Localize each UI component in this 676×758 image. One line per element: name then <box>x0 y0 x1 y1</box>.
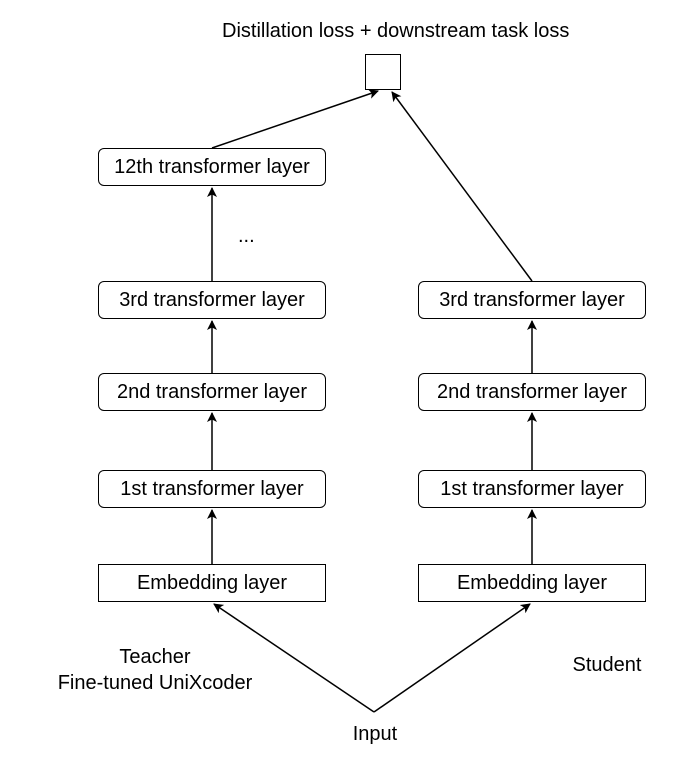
teacher-caption: Teacher Fine-tuned UniXcoder <box>30 644 280 696</box>
teacher-embedding-layer: Embedding layer <box>98 564 326 602</box>
arrow-student-to-loss <box>391 91 533 282</box>
teacher-layers-ellipsis: ... <box>238 225 255 247</box>
teacher-model-name: Fine-tuned UniXcoder <box>57 672 253 694</box>
student-caption: Student <box>572 654 642 676</box>
teacher-layer-3: 3rd transformer layer <box>98 281 326 319</box>
student-embedding-layer: Embedding layer <box>418 564 646 602</box>
student-layer-1: 1st transformer layer <box>418 470 646 508</box>
teacher-layer-2: 2nd transformer layer <box>98 373 326 411</box>
teacher-layer-12: 12th transformer layer <box>98 148 326 186</box>
teacher-layer-1: 1st transformer layer <box>98 470 326 508</box>
arrow-teacher-to-loss <box>211 89 379 149</box>
arrow-input-to-student-embed <box>373 603 531 713</box>
student-layer-3: 3rd transformer layer <box>418 281 646 319</box>
input-label: Input <box>352 723 398 745</box>
student-layer-2: 2nd transformer layer <box>418 373 646 411</box>
loss-node <box>365 54 401 90</box>
teacher-name: Teacher <box>119 646 191 668</box>
loss-title: Distillation loss + downstream task loss <box>222 20 570 42</box>
